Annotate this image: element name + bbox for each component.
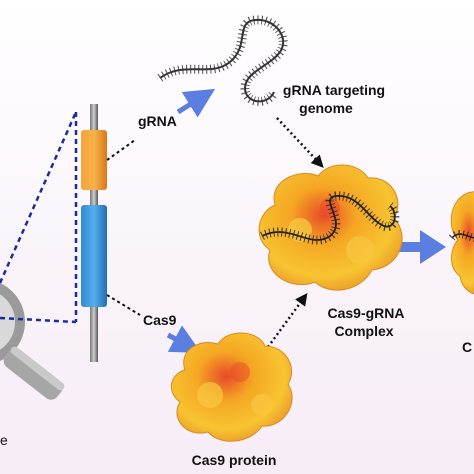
cas9-protein-label: Cas9 protein [191,452,277,468]
cas9-connector [106,294,141,316]
protein-blob-icon [170,332,293,442]
protein-blob-icon [448,191,474,295]
complex-label: Cas9-gRNA [327,305,405,321]
magnifier-icon [0,282,65,400]
protein-blob-icon [258,164,403,291]
rna-strand-icon [157,15,288,106]
edge-fragment-label: C [462,339,473,355]
grna-segment [81,130,107,190]
cas9-segment [81,205,107,307]
rna-strand-icon [259,191,400,245]
grna-label: gRNA [138,113,177,129]
complex-label-line2: Complex [334,323,394,339]
dna-segment-icon [81,104,107,362]
grna-targeting-label: gRNA targeting [282,82,386,98]
cas9-label: Cas9 [143,312,177,328]
edge-fragment-left-label: e [0,432,8,448]
dotted-arrow-to-complex [276,117,324,168]
grna-connector [106,139,136,161]
zoom-lines [0,111,78,324]
grna-targeting-label-line2: genome [299,100,353,116]
dotted-arrow-from-protein [266,292,308,348]
arrow-icon [380,230,446,264]
arrow-icon [176,88,216,118]
